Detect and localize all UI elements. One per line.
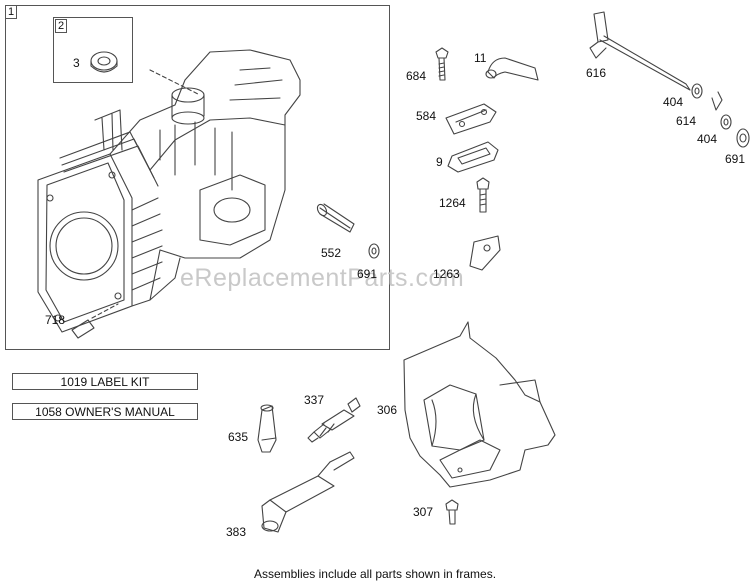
dowel-pin-552-drawing <box>316 203 355 233</box>
governor-shaft-drawing <box>589 11 691 91</box>
spark-plug-boot-drawing <box>257 404 277 453</box>
callout-614: 614 <box>676 114 697 128</box>
callout-616: 616 <box>586 66 607 80</box>
breather-tube-drawing <box>485 57 539 81</box>
gasket-drawing <box>447 141 499 173</box>
callout-404-b: 404 <box>697 132 718 146</box>
clip-614-drawing <box>711 91 723 111</box>
frame-2-tag: 2 <box>55 19 67 33</box>
watermark: eReplacementParts.com <box>180 264 465 292</box>
assembly-frame-2 <box>53 17 133 83</box>
callout-635: 635 <box>228 430 249 444</box>
assembly-frame-1 <box>5 5 390 350</box>
breather-cover-drawing <box>445 103 497 135</box>
callout-584: 584 <box>416 109 437 123</box>
screw-684-drawing <box>435 47 449 81</box>
callout-691-b: 691 <box>357 267 378 281</box>
callout-11: 11 <box>474 51 487 65</box>
washer-691a-drawing <box>736 128 750 148</box>
callout-1263: 1263 <box>433 267 460 281</box>
shroud-306-drawing <box>403 321 556 488</box>
washer-404b-drawing <box>720 114 732 130</box>
spark-plug-drawing <box>307 397 361 443</box>
callout-1264: 1264 <box>439 196 466 210</box>
callout-404-a: 404 <box>663 95 684 109</box>
callout-307: 307 <box>413 505 434 519</box>
owners-manual-box: 1058 OWNER'S MANUAL <box>12 403 198 420</box>
label-kit-box: 1019 LABEL KIT <box>12 373 198 390</box>
washer-404a-drawing <box>691 83 703 99</box>
cylinder-block-drawing <box>37 49 301 333</box>
callout-337: 337 <box>304 393 325 407</box>
callout-9: 9 <box>436 155 443 169</box>
plate-1263-drawing <box>469 235 501 271</box>
footer-note: Assemblies include all parts shown in fr… <box>253 567 497 581</box>
callout-306: 306 <box>377 403 398 417</box>
screw-1264-drawing <box>476 177 490 213</box>
leader-line <box>149 69 201 96</box>
frame-1-tag: 1 <box>5 5 17 19</box>
spark-plug-wrench-drawing <box>261 451 355 533</box>
callout-691-a: 691 <box>725 152 746 166</box>
washer-691-drawing <box>368 243 380 259</box>
oil-seal-drawing <box>90 51 118 73</box>
dowel-pin-718-drawing <box>71 303 119 339</box>
screw-307-drawing <box>445 499 459 525</box>
callout-718: 718 <box>45 313 66 327</box>
callout-383: 383 <box>226 525 247 539</box>
callout-684: 684 <box>406 69 427 83</box>
callout-3: 3 <box>73 56 80 70</box>
callout-552: 552 <box>321 246 342 260</box>
